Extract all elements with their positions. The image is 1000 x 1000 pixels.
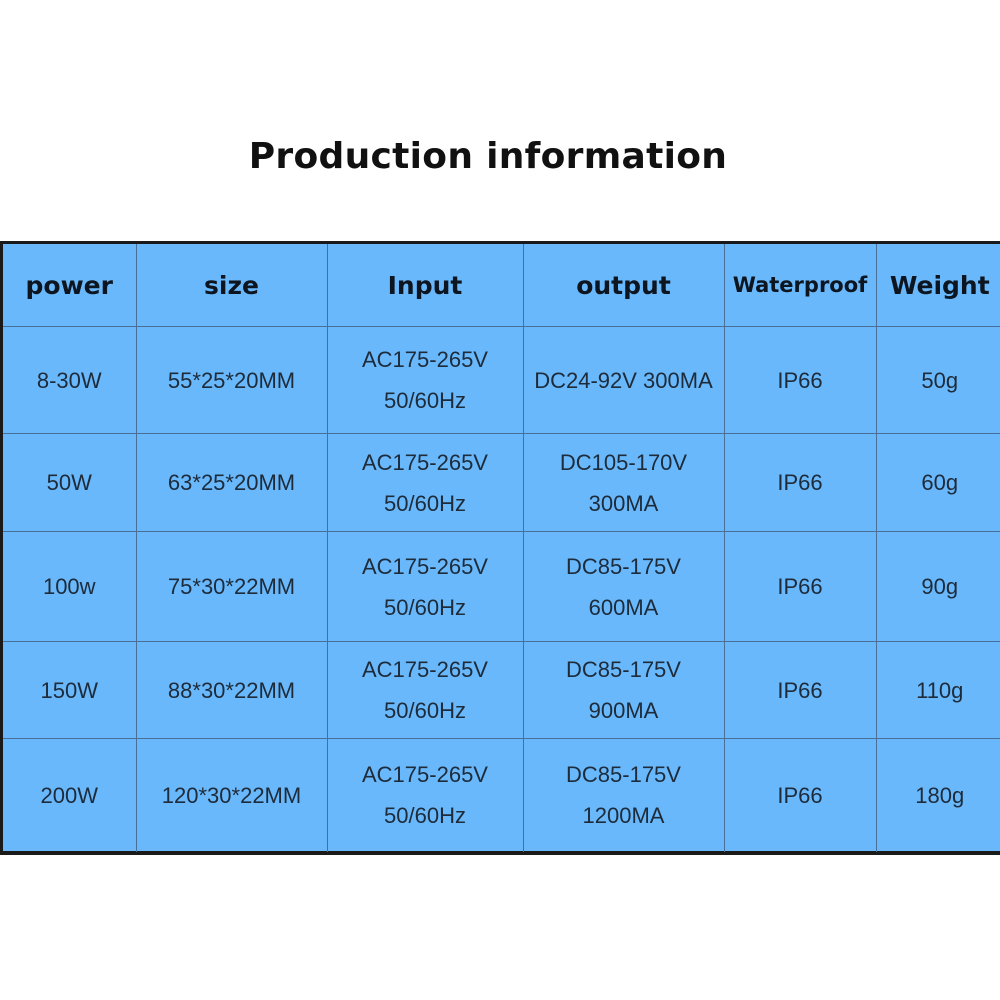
cell-size: 75*30*22MM [135,531,328,642]
cell-waterproof: IP66 [723,641,877,739]
table-row: 200W 120*30*22MM AC175-265V 50/60Hz DC85… [3,738,1000,852]
input-voltage: AC175-265V [362,449,488,475]
cell-input: AC175-265V 50/60Hz [326,738,524,852]
cell-size: 120*30*22MM [135,738,328,852]
output-current: 600MA [588,594,659,620]
spec-table: power size Input output Waterproof Weigh… [3,244,1000,852]
input-frequency: 50/60Hz [384,698,466,723]
table-row: 50W 63*25*20MM AC175-265V 50/60Hz DC105-… [3,433,1000,532]
output-voltage: DC85-175V [566,762,681,788]
cell-weight: 90g [875,531,1000,642]
output-current: 300MA [588,490,659,516]
header-weight: Weight [875,244,1000,327]
cell-power: 50W [3,433,137,532]
cell-power: 100w [3,531,137,642]
cell-input: AC175-265V 50/60Hz [326,326,524,434]
input-voltage: AC175-265V [362,762,488,788]
spec-table-container: power size Input output Waterproof Weigh… [0,241,1000,855]
input-frequency: 50/60Hz [384,388,466,413]
input-frequency: 50/60Hz [384,803,466,829]
cell-waterproof: IP66 [723,531,877,642]
cell-output: DC85-175V 1200MA [522,738,725,852]
input-voltage: AC175-265V [362,347,488,372]
cell-input: AC175-265V 50/60Hz [326,531,524,642]
cell-waterproof: IP66 [723,433,877,532]
cell-weight: 110g [875,641,1000,739]
cell-weight: 50g [875,326,1000,434]
cell-size: 55*25*20MM [135,326,328,434]
output-current: 1200MA [582,803,665,829]
cell-waterproof: IP66 [723,326,877,434]
cell-power: 150W [3,641,137,739]
cell-weight: 60g [875,433,1000,532]
header-power: power [3,244,137,327]
header-waterproof: Waterproof [723,244,877,327]
cell-size: 63*25*20MM [135,433,328,532]
page-title: Production information [248,136,728,177]
input-frequency: 50/60Hz [384,594,466,620]
table-row: 100w 75*30*22MM AC175-265V 50/60Hz DC85-… [3,531,1000,642]
input-voltage: AC175-265V [362,657,488,682]
input-voltage: AC175-265V [362,553,488,579]
output-line: DC24-92V 300MA [534,367,713,393]
output-voltage: DC85-175V [566,553,681,579]
cell-power: 200W [3,738,137,852]
cell-output: DC105-170V 300MA [522,433,725,532]
header-output: output [522,244,725,327]
cell-weight: 180g [875,738,1000,852]
cell-output: DC24-92V 300MA [522,326,725,434]
cell-size: 88*30*22MM [135,641,328,739]
header-size: size [135,244,328,327]
table-row: 8-30W 55*25*20MM AC175-265V 50/60Hz DC24… [3,326,1000,434]
cell-waterproof: IP66 [723,738,877,852]
output-current: 900MA [588,698,659,723]
cell-input: AC175-265V 50/60Hz [326,641,524,739]
cell-output: DC85-175V 600MA [522,531,725,642]
header-input: Input [326,244,524,327]
input-frequency: 50/60Hz [384,490,466,516]
cell-output: DC85-175V 900MA [522,641,725,739]
table-row: 150W 88*30*22MM AC175-265V 50/60Hz DC85-… [3,641,1000,739]
output-voltage: DC105-170V [559,449,688,475]
table-header-row: power size Input output Waterproof Weigh… [3,244,1000,327]
cell-input: AC175-265V 50/60Hz [326,433,524,532]
cell-power: 8-30W [3,326,137,434]
output-voltage: DC85-175V [566,657,681,682]
